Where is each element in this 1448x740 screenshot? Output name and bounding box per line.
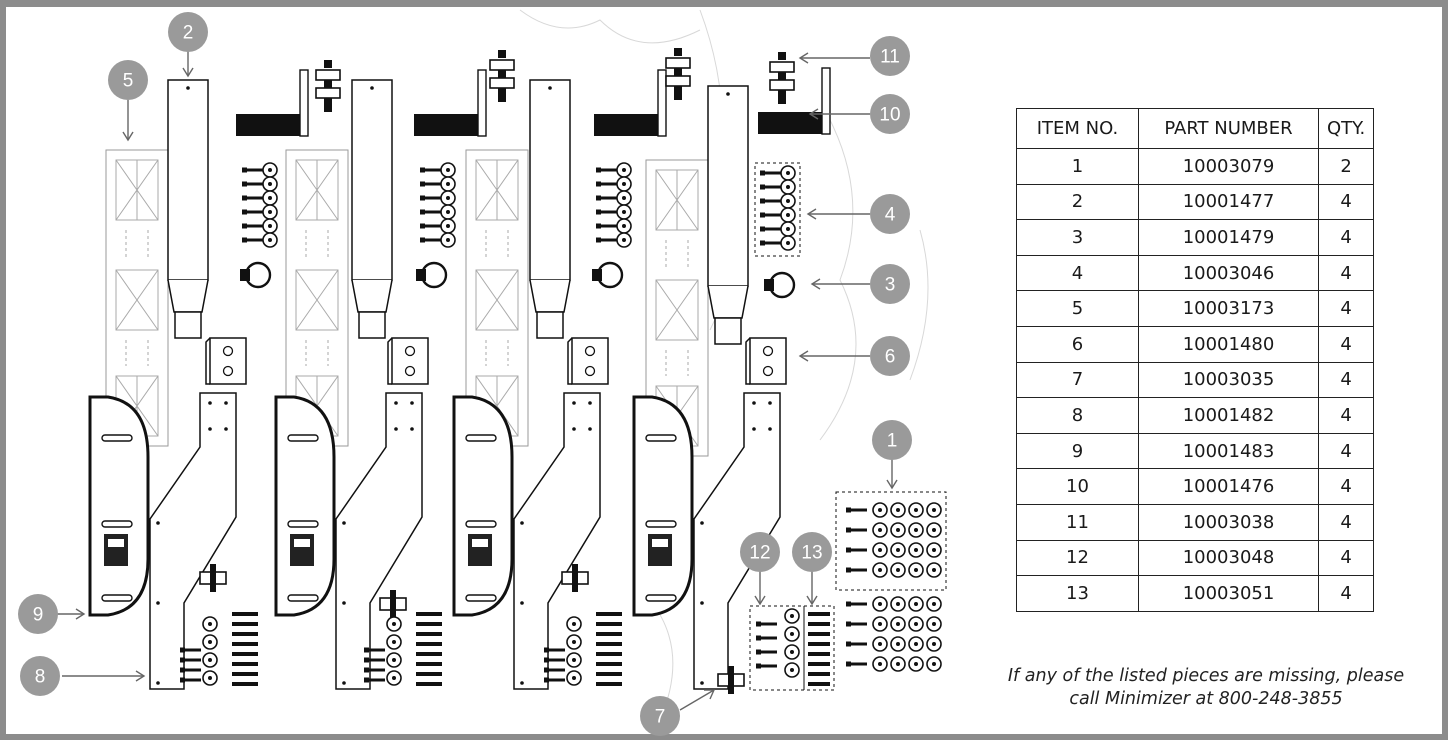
qty-cell: 4 bbox=[1317, 290, 1375, 327]
part-number-cell: 10003048 bbox=[1138, 539, 1319, 577]
item-no-cell: 10 bbox=[1016, 468, 1139, 505]
qty-cell: 4 bbox=[1317, 219, 1375, 256]
part-number-cell: 10003038 bbox=[1138, 503, 1319, 541]
qty-cell: 4 bbox=[1317, 503, 1375, 541]
item-no-cell: 11 bbox=[1016, 503, 1139, 541]
item-no-cell: 2 bbox=[1016, 183, 1139, 221]
item-no-cell: 5 bbox=[1016, 290, 1139, 327]
callout-13: 13 bbox=[792, 532, 832, 572]
qty-cell: 4 bbox=[1317, 183, 1375, 221]
qty-cell: 2 bbox=[1317, 148, 1375, 185]
callout-2: 2 bbox=[168, 12, 208, 52]
callout-4: 4 bbox=[870, 194, 910, 234]
item-no-cell: 6 bbox=[1016, 325, 1139, 363]
header-qty: QTY. bbox=[1317, 108, 1375, 149]
kit-hardware-grid-icon bbox=[749, 491, 947, 691]
note-line-2: call Minimizer at 800-248-3855 bbox=[1069, 689, 1343, 709]
part-number-cell: 10001480 bbox=[1138, 325, 1319, 363]
part-number-cell: 10003035 bbox=[1138, 361, 1319, 399]
callout-9-label: 9 bbox=[33, 605, 44, 626]
qty-cell: 4 bbox=[1317, 539, 1375, 577]
callout-4-label: 4 bbox=[885, 205, 896, 226]
qty-cell: 4 bbox=[1317, 468, 1375, 505]
item-no-cell: 4 bbox=[1016, 254, 1139, 292]
item-no-cell: 3 bbox=[1016, 219, 1139, 256]
table-header-row: ITEM NO. PART NUMBER QTY. bbox=[1016, 108, 1375, 149]
leader-lines bbox=[56, 46, 898, 711]
qty-cell: 4 bbox=[1317, 575, 1375, 612]
callout-12-label: 12 bbox=[749, 543, 770, 564]
item-no-cell: 13 bbox=[1016, 575, 1139, 612]
item-no-cell: 7 bbox=[1016, 361, 1139, 399]
part-number-cell: 10001477 bbox=[1138, 183, 1319, 221]
callout-8: 8 bbox=[20, 656, 60, 696]
part-number-cell: 10003046 bbox=[1138, 254, 1319, 292]
callout-3: 3 bbox=[870, 264, 910, 304]
callout-6-label: 6 bbox=[885, 347, 896, 368]
item-no-cell: 1 bbox=[1016, 148, 1139, 185]
part-number-cell: 10003079 bbox=[1138, 148, 1319, 185]
callout-6: 6 bbox=[870, 336, 910, 376]
item-no-cell: 8 bbox=[1016, 397, 1139, 434]
callout-2-label: 2 bbox=[183, 23, 194, 44]
callout-7-label: 7 bbox=[655, 707, 666, 728]
part-number-cell: 10001479 bbox=[1138, 219, 1319, 256]
item-no-cell: 12 bbox=[1016, 539, 1139, 577]
qty-cell: 4 bbox=[1317, 397, 1375, 434]
callout-11: 11 bbox=[870, 36, 910, 76]
part-number-cell: 10003051 bbox=[1138, 575, 1319, 612]
callout-12: 12 bbox=[740, 532, 780, 572]
bracket-part-icon bbox=[205, 337, 787, 385]
callout-5-label: 5 bbox=[123, 71, 134, 92]
part-number-cell: 10001482 bbox=[1138, 397, 1319, 434]
header-part-number: PART NUMBER bbox=[1138, 108, 1319, 149]
callout-1: 1 bbox=[872, 420, 912, 460]
callout-7: 7 bbox=[640, 696, 680, 736]
part-number-cell: 10001483 bbox=[1138, 432, 1319, 470]
qty-cell: 4 bbox=[1317, 254, 1375, 292]
callout-9: 9 bbox=[18, 594, 58, 634]
note-line-1: If any of the listed pieces are missing,… bbox=[1007, 666, 1405, 686]
callout-5: 5 bbox=[108, 60, 148, 100]
part-number-cell: 10003173 bbox=[1138, 290, 1319, 327]
qty-cell: 4 bbox=[1317, 432, 1375, 470]
part-number-cell: 10001476 bbox=[1138, 468, 1319, 505]
bolt-washer-column-icon bbox=[242, 162, 801, 257]
header-item-no: ITEM NO. bbox=[1016, 108, 1139, 149]
callout-10-label: 10 bbox=[879, 105, 900, 126]
qty-cell: 4 bbox=[1317, 361, 1375, 399]
callout-8-label: 8 bbox=[35, 667, 46, 688]
item-no-cell: 9 bbox=[1016, 432, 1139, 470]
callout-10: 10 bbox=[870, 94, 910, 134]
hardware-set-icon bbox=[180, 612, 622, 686]
missing-parts-note: If any of the listed pieces are missing,… bbox=[980, 665, 1432, 711]
callout-11-label: 11 bbox=[880, 47, 900, 68]
qty-cell: 4 bbox=[1317, 325, 1375, 363]
callout-13-label: 13 bbox=[801, 543, 822, 564]
callout-1-label: 1 bbox=[887, 431, 898, 452]
callout-3-label: 3 bbox=[885, 275, 896, 296]
